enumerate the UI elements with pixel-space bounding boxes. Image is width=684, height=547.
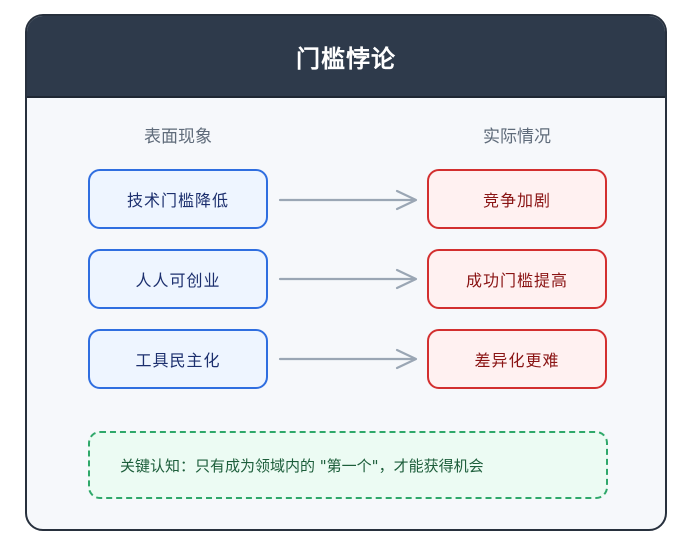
key-insight-text: 关键认知：只有成为领域内的 "第一个"，才能获得机会 — [120, 456, 484, 475]
diagram-title: 门槛悖论 — [296, 44, 396, 73]
reality-box: 差异化更难 — [427, 329, 607, 389]
key-insight-box: 关键认知：只有成为领域内的 "第一个"，才能获得机会 — [88, 431, 608, 499]
reality-box: 竞争加剧 — [427, 169, 607, 229]
column-heading-reality: 实际情况 — [483, 127, 551, 147]
phenomenon-box: 技术门槛降低 — [88, 169, 268, 229]
arrow-3 — [278, 348, 418, 370]
column-heading-phenomenon: 表面现象 — [144, 127, 212, 147]
phenomenon-box: 工具民主化 — [88, 329, 268, 389]
arrow-1 — [278, 189, 418, 211]
arrow-2 — [278, 268, 418, 290]
reality-box: 成功门槛提高 — [427, 249, 607, 309]
title-bar: 门槛悖论 — [27, 16, 665, 98]
phenomenon-box: 人人可创业 — [88, 249, 268, 309]
